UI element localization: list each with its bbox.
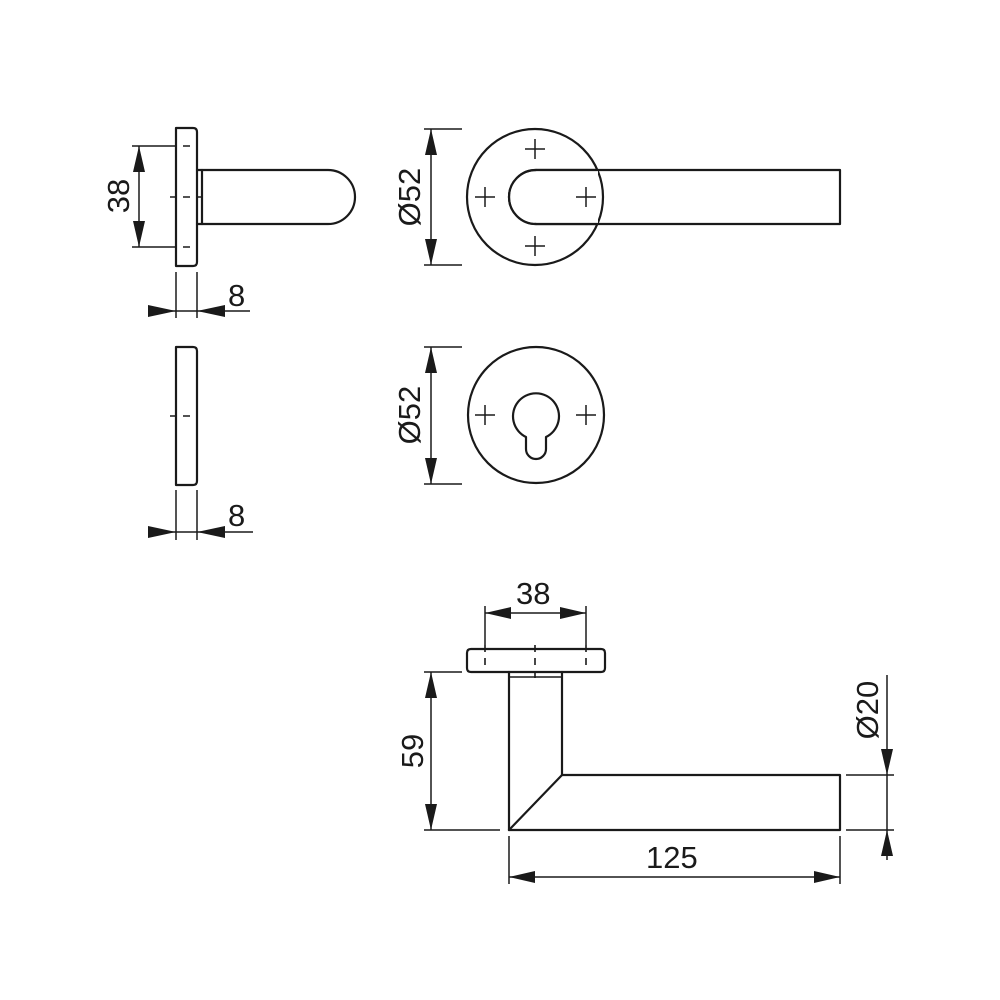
dim-rose-diameter-52: Ø52 [392, 167, 427, 227]
dim-escutcheon-thickness-8: 8 [228, 498, 246, 533]
top-view-lever [424, 606, 894, 884]
rose-front [465, 127, 605, 267]
side-view-escutcheon [148, 345, 253, 540]
keyhole-profile-cylinder [511, 392, 561, 461]
dim-rose-fixing-38: 38 [516, 576, 551, 611]
escutcheon-plate-side [174, 345, 199, 487]
dim-lever-length-125: 125 [646, 840, 698, 875]
dim-lever-diameter-20: Ø20 [850, 680, 885, 740]
screw-marker-icons [475, 405, 596, 425]
rose-top [465, 647, 607, 674]
lever-arm-top [507, 773, 842, 832]
rose-plate-side [174, 126, 199, 268]
front-view-lever [424, 127, 842, 267]
side-view-lever [132, 126, 357, 318]
escutcheon-rose-front [466, 345, 606, 485]
dim-rose-height-38: 38 [101, 178, 136, 214]
front-view-escutcheon [424, 345, 606, 485]
screw-marker-icons [475, 139, 596, 256]
lever-bar-side [195, 168, 357, 226]
dim-rose-thickness-8: 8 [228, 278, 246, 313]
dim-projection-59: 59 [395, 733, 430, 769]
dim-escutcheon-diameter-52: Ø52 [392, 385, 427, 445]
